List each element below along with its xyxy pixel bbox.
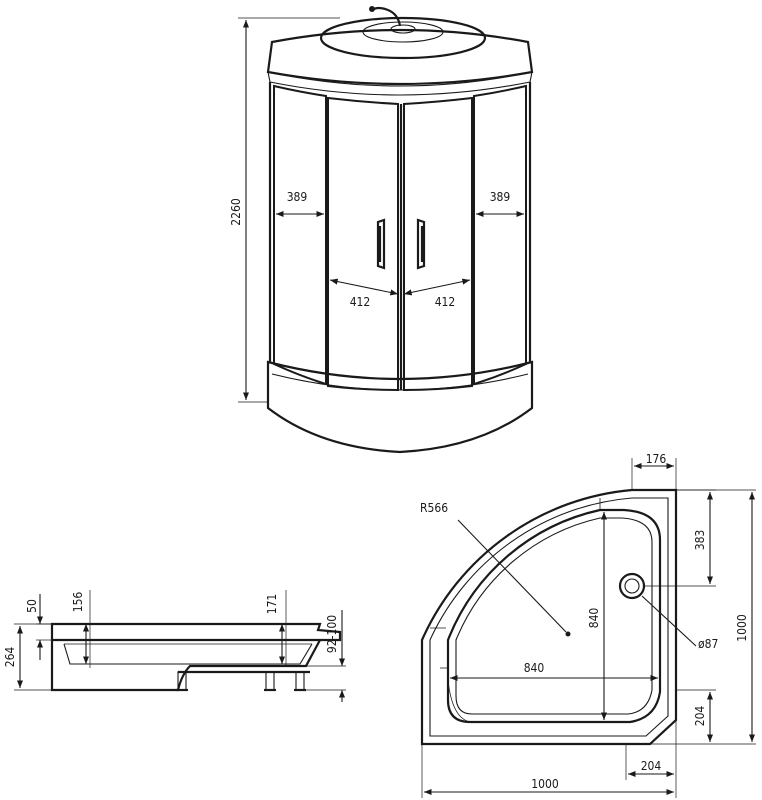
tray-leg-adjust-label: 92-100 — [325, 615, 339, 653]
roof-shower-dome — [319, 16, 487, 60]
side-panel-left-width-label: 389 — [287, 190, 308, 204]
tray-plan-basin — [446, 508, 662, 724]
tray-rim — [50, 622, 342, 642]
tray-overall-width-label: 1000 — [531, 777, 559, 791]
door-handle-right — [416, 218, 426, 270]
tray-center-point — [565, 631, 571, 637]
tray-corner-horizontal-label: 204 — [641, 759, 662, 773]
cabin-height-label: 2260 — [229, 198, 243, 226]
door-left — [327, 96, 399, 392]
tray-corner-vertical-label: 204 — [693, 706, 707, 727]
door-right — [403, 96, 473, 392]
drain-diameter-label: ø87 — [698, 637, 718, 651]
side-panel-right-width-label: 389 — [490, 190, 511, 204]
tray-rim-height-label: 50 — [25, 599, 39, 613]
door-right-width-label: 412 — [435, 295, 456, 309]
tray-top-offset-label: 176 — [646, 452, 667, 466]
tray-leg-3 — [295, 671, 305, 691]
tray-leg-2 — [265, 671, 275, 691]
tray-inner-depth-left-label: 156 — [71, 592, 85, 613]
tray-total-height-label: 264 — [3, 647, 17, 668]
roof-hose — [371, 6, 402, 27]
cabin-frame — [268, 82, 532, 362]
cabin-base — [266, 360, 534, 454]
cabin-front-view: 2260 389 389 412 412 — [229, 6, 534, 454]
drain-icon — [618, 572, 646, 600]
tray-side-view: 264 50 156 171 92-100 — [3, 590, 346, 702]
tray-inner-depth-right-label: 171 — [265, 594, 279, 615]
side-panel-left — [273, 84, 327, 386]
tray-inner-height-label: 840 — [587, 608, 601, 629]
tray-inner-width-label: 840 — [524, 661, 545, 675]
side-panel-right — [473, 84, 527, 386]
tray-drain-offset-label: 383 — [693, 530, 707, 551]
tray-plan-view: R566 176 383 1000 840 840 ø87 204 2 — [420, 452, 756, 798]
tray-radius-label: R566 — [420, 501, 448, 515]
door-left-width-label: 412 — [350, 295, 371, 309]
tray-overall-height-label: 1000 — [735, 614, 749, 642]
tray-plan-outer — [420, 488, 678, 746]
door-handle-left — [376, 218, 386, 270]
